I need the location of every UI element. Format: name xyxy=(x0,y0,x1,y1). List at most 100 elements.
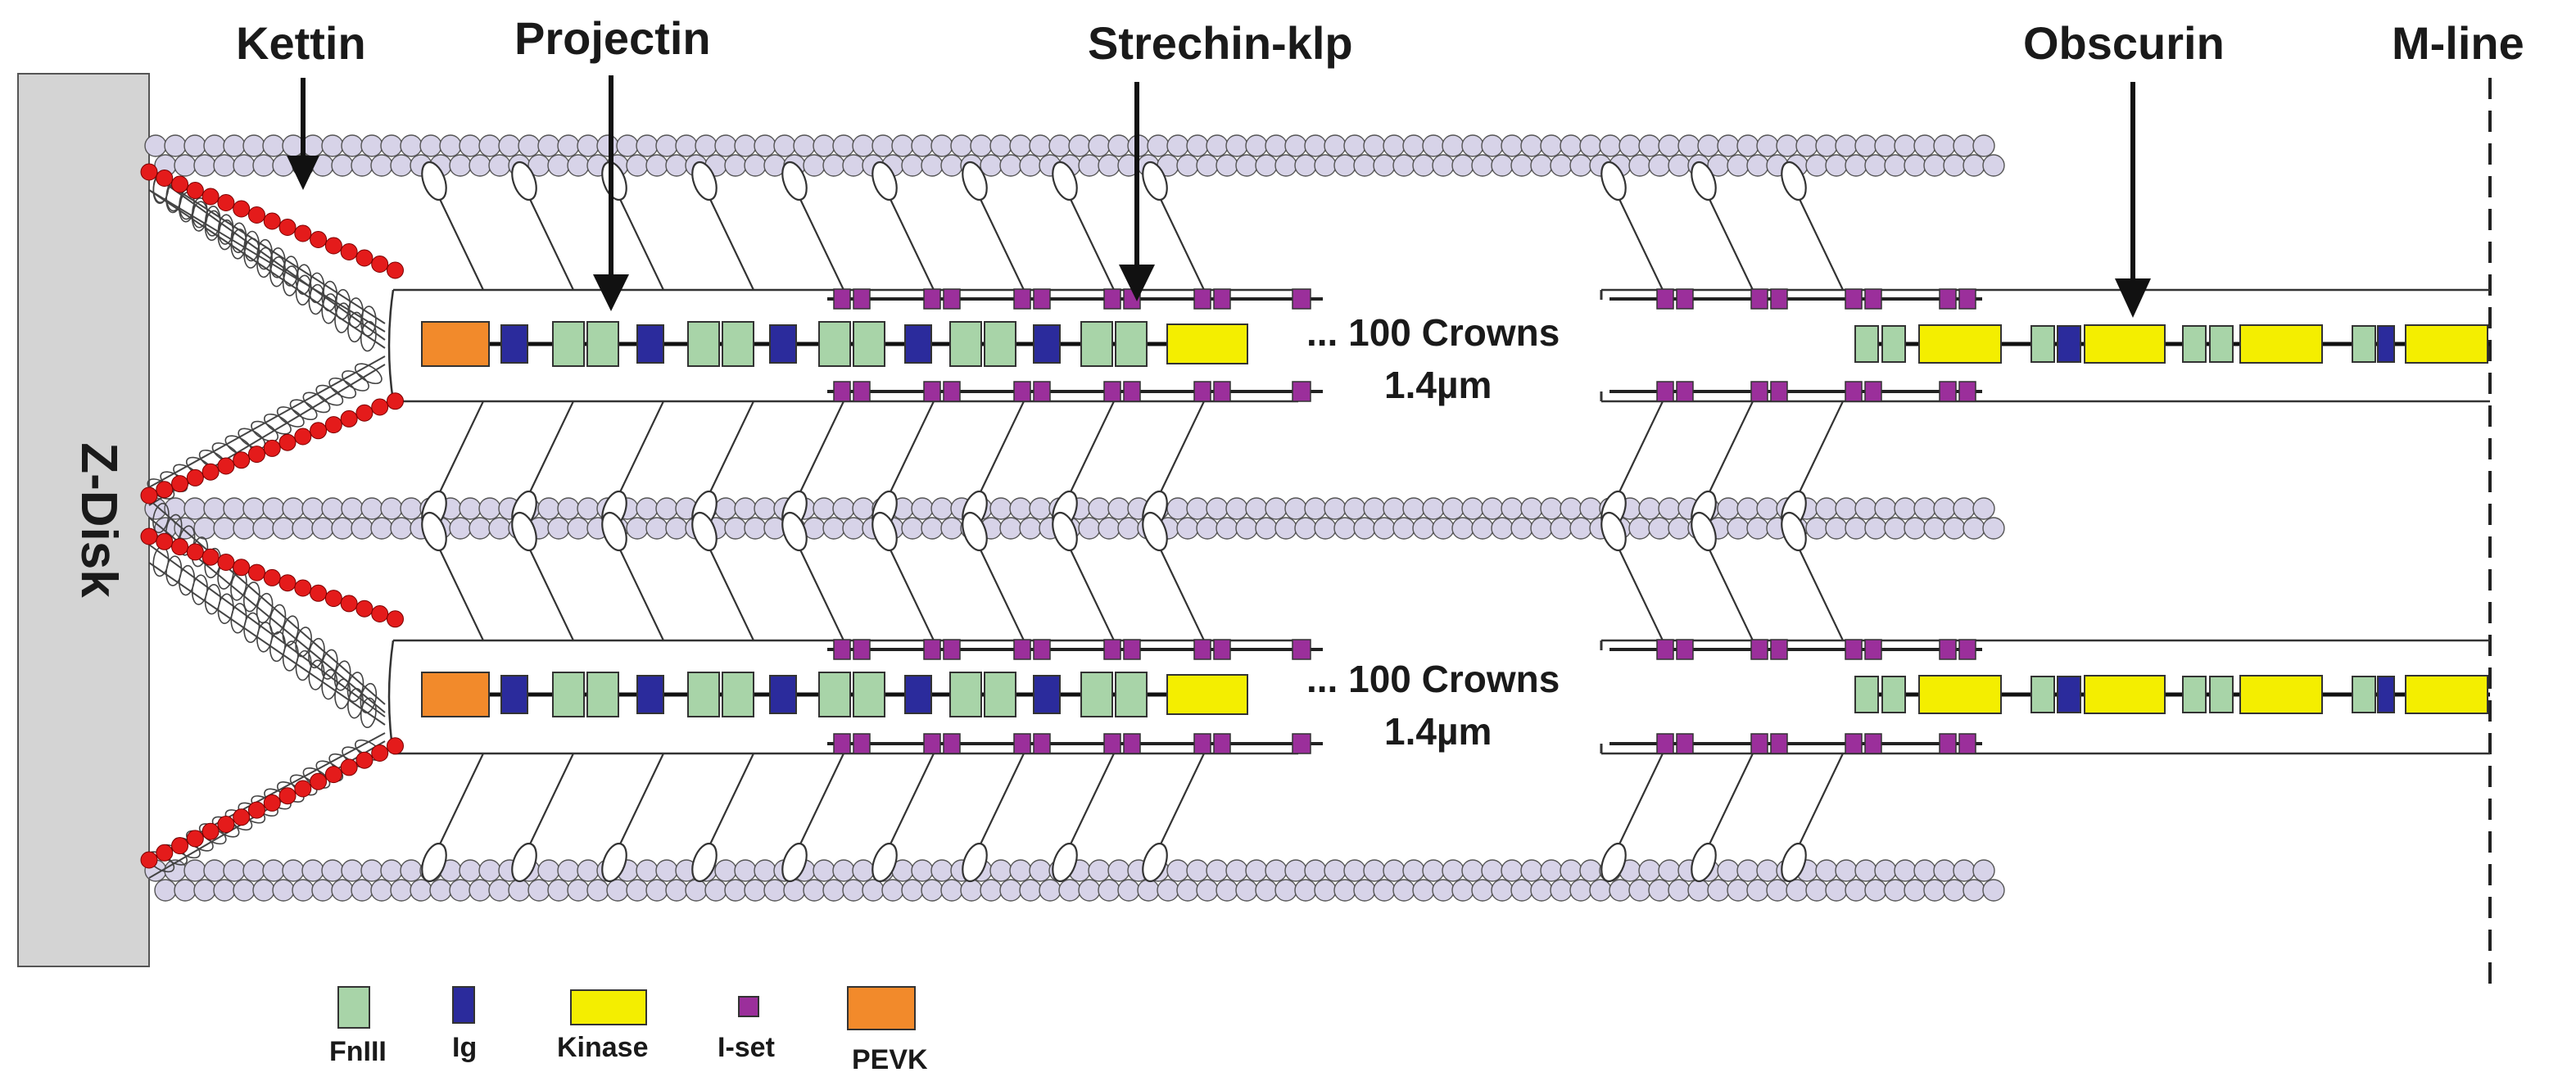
kettin-bead xyxy=(247,801,265,819)
actin-bead xyxy=(1972,859,1995,882)
actin-bead xyxy=(193,517,216,540)
kettin-bead xyxy=(294,224,312,242)
kettin-strand xyxy=(148,171,386,324)
actin-bead xyxy=(822,517,845,540)
myosin-neck xyxy=(618,195,664,291)
myosin-neck xyxy=(1797,195,1844,291)
iset-domain xyxy=(1213,733,1231,754)
actin-bead xyxy=(1304,134,1327,157)
actin-bead xyxy=(1117,879,1140,902)
actin-bead xyxy=(203,134,226,157)
kettin-bead xyxy=(217,816,235,833)
actin-bead xyxy=(1422,859,1445,882)
iset-domain xyxy=(1656,733,1674,754)
fniii-domain xyxy=(1854,676,1879,713)
iset-domain xyxy=(1958,733,1976,754)
actin-bead xyxy=(1756,497,1779,520)
actin-bead xyxy=(1982,879,2005,902)
myosin-head xyxy=(1691,511,1717,552)
kettin-coil xyxy=(243,581,260,613)
actin-bead xyxy=(154,879,177,902)
actin-bead xyxy=(557,134,580,157)
iset-domain xyxy=(1013,639,1031,660)
kettin-strand xyxy=(148,544,386,717)
iset-domain xyxy=(1864,381,1882,402)
actin-bead xyxy=(1235,154,1258,177)
actin-bead xyxy=(1560,859,1582,882)
actin-bead xyxy=(1658,134,1681,157)
actin-bead xyxy=(754,134,776,157)
actin-bead xyxy=(999,517,1022,540)
actin-bead xyxy=(488,879,511,902)
actin-bead xyxy=(341,497,364,520)
actin-bead xyxy=(1904,154,1926,177)
actin-bead xyxy=(1963,154,1985,177)
iset-domain xyxy=(1939,288,1957,310)
actin-bead xyxy=(1481,859,1504,882)
actin-bead xyxy=(1078,517,1101,540)
actin-bead xyxy=(1255,879,1278,902)
actin-bead xyxy=(1225,859,1248,882)
iset-domain xyxy=(1193,733,1211,754)
kettin-strand xyxy=(148,171,386,341)
legend-ig-swatch xyxy=(452,986,475,1024)
myosin-neck xyxy=(527,753,574,848)
actin-bead xyxy=(1550,879,1573,902)
myosin-neck xyxy=(708,753,754,848)
actin-bead xyxy=(1854,497,1877,520)
iset-domain xyxy=(1123,733,1141,754)
legend-kinase-label: Kinase xyxy=(557,1032,649,1063)
actin-bead xyxy=(547,517,570,540)
kettin-coil xyxy=(308,637,325,669)
actin-bead xyxy=(1216,154,1238,177)
kinase-domain xyxy=(1918,675,2002,714)
actin-bead xyxy=(498,134,521,157)
actin-bead xyxy=(1894,497,1917,520)
myosin-neck xyxy=(1158,400,1205,496)
kettin-bead xyxy=(278,433,297,451)
fniii-domain xyxy=(687,672,720,717)
actin-bead xyxy=(1461,497,1484,520)
actin-bead xyxy=(704,879,727,902)
kettin-strand xyxy=(148,499,386,705)
myosin-neck xyxy=(1797,753,1844,848)
actin-bead xyxy=(1176,154,1199,177)
iset-domain xyxy=(1292,733,1311,754)
actin-bead xyxy=(1874,134,1897,157)
actin-bead xyxy=(233,879,256,902)
actin-bead xyxy=(469,154,491,177)
myosin-head xyxy=(1142,161,1168,201)
kinase-domain xyxy=(2084,324,2166,364)
actin-bead xyxy=(527,879,550,902)
kettin-bead xyxy=(355,751,373,769)
actin-bead xyxy=(1471,879,1494,902)
actin-bead xyxy=(636,134,659,157)
kettin-bead xyxy=(340,758,358,776)
actin-bead xyxy=(685,879,708,902)
actin-bead xyxy=(1363,134,1386,157)
actin-bead xyxy=(1746,154,1769,177)
iset-domain xyxy=(1033,381,1051,402)
actin-bead xyxy=(1982,517,2005,540)
actin-bead xyxy=(370,517,393,540)
kettin-bead xyxy=(201,822,220,840)
actin-bead xyxy=(813,859,835,882)
legend: FnIII Ig Kinase I-set PEVK xyxy=(329,986,928,1075)
myosin-neck xyxy=(1068,400,1115,496)
actin-bead xyxy=(596,134,619,157)
myosin-head xyxy=(1600,161,1627,201)
z-disk xyxy=(17,73,150,967)
actin-bead xyxy=(1727,154,1750,177)
actin-bead xyxy=(1943,154,1966,177)
kettin-bead xyxy=(186,543,204,561)
actin-bead xyxy=(1697,134,1720,157)
actin-bead xyxy=(213,879,236,902)
actin-bead xyxy=(636,497,659,520)
kettin-bead xyxy=(171,175,189,193)
actin-bead xyxy=(380,497,403,520)
actin-bead xyxy=(213,517,236,540)
actin-bead xyxy=(1835,859,1858,882)
actin-bead xyxy=(1874,859,1897,882)
actin-bead xyxy=(1373,879,1396,902)
actin-bead xyxy=(950,134,973,157)
